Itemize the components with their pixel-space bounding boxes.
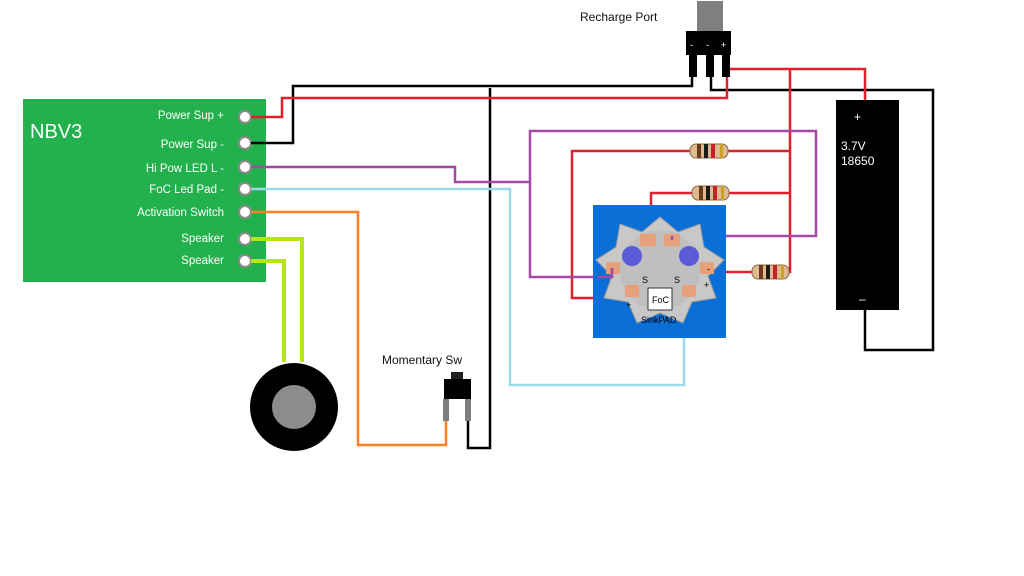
wire-speaker-1	[251, 237, 304, 362]
foc-led-square	[647, 287, 673, 311]
led-pad-1	[640, 234, 656, 246]
pin-label-power-minus: Power Sup -	[161, 139, 224, 151]
pad-activation-switch	[238, 205, 252, 219]
wire-speaker-2	[251, 259, 286, 362]
resistor-2	[691, 185, 730, 201]
recharge-pin-3	[722, 54, 730, 77]
led-s-1: S	[642, 275, 648, 285]
pad-speaker-1	[238, 232, 252, 246]
speaker	[250, 363, 338, 451]
pin-label-foc-led-pad: FoC Led Pad -	[149, 184, 224, 196]
recharge-pin-2	[706, 54, 714, 77]
pad-speaker-2	[238, 254, 252, 268]
wire-purple-led-branch	[528, 182, 600, 279]
switch-leg-right	[465, 399, 471, 421]
led-minus-2: -	[707, 264, 710, 274]
wire-red-power-plus	[251, 67, 867, 119]
recharge-pin-1	[689, 54, 697, 77]
led-plus-2: +	[704, 280, 709, 290]
battery-plus-label: +	[854, 110, 861, 124]
battery-body	[836, 100, 899, 310]
pin-label-speaker-2: Speaker	[181, 255, 224, 267]
switch-button	[451, 372, 463, 380]
foc-led-label: FoC	[652, 295, 670, 305]
led-star-board: FoC SinkPAD + + - - S S	[593, 205, 726, 338]
led-s-2: S	[674, 275, 680, 285]
recharge-pin-minus-2: -	[706, 40, 709, 50]
wire-black-battery-minus	[709, 77, 935, 352]
led-pad-6	[682, 285, 696, 297]
switch-leg-left	[443, 399, 449, 421]
recharge-port-label: Recharge Port	[580, 10, 658, 24]
pad-hi-pow-led	[238, 160, 252, 174]
pad-foc-led	[238, 182, 252, 196]
recharge-port: Recharge Port - - +	[580, 1, 731, 77]
recharge-port-jack	[697, 1, 723, 32]
resistor-3	[751, 264, 790, 280]
pin-label-power-plus: Power Sup +	[158, 110, 224, 122]
wire-red-bus-v1	[787, 69, 792, 274]
nbv3-board-body	[23, 99, 266, 282]
pin-label-hi-pow-led: Hi Pow LED L -	[146, 163, 224, 175]
resistor-1	[689, 143, 729, 159]
recharge-port-body	[686, 31, 731, 55]
pad-power-minus	[238, 136, 252, 150]
pad-power-plus	[238, 110, 252, 124]
wire-lightblue-foc	[251, 187, 686, 387]
wire-purple-hi-pow-led	[251, 129, 818, 238]
battery-minus-label: –	[859, 292, 866, 306]
pin-label-activation-switch: Activation Switch	[137, 207, 224, 219]
wire-orange-activation	[251, 210, 448, 447]
switch-body	[444, 379, 471, 399]
speaker-cone	[272, 385, 316, 429]
momentary-switch: Momentary Sw	[382, 353, 471, 421]
recharge-pin-plus: +	[721, 40, 726, 50]
battery-18650: + 3.7V 18650 –	[836, 100, 899, 310]
led-pad-5	[625, 285, 639, 297]
wire-purple-led-pad-left	[598, 268, 614, 279]
led-pad-4	[700, 262, 714, 274]
recharge-pin-minus-1: -	[690, 40, 693, 50]
wire-black-power-minus	[251, 77, 694, 145]
led-die-left	[622, 246, 642, 266]
wire-black-switch	[466, 88, 492, 450]
nbv3-board: NBV3 Power Sup + Power Sup - Hi Pow LED …	[23, 99, 266, 282]
board-title: NBV3	[30, 121, 82, 143]
battery-type: 18650	[841, 154, 875, 168]
led-plus-1: +	[626, 300, 631, 310]
led-die-right	[679, 246, 699, 266]
switch-label: Momentary Sw	[382, 353, 462, 367]
sinkpad-label: SinkPAD	[641, 315, 677, 325]
battery-voltage: 3.7V	[841, 139, 866, 153]
pin-label-speaker-1: Speaker	[181, 233, 224, 245]
